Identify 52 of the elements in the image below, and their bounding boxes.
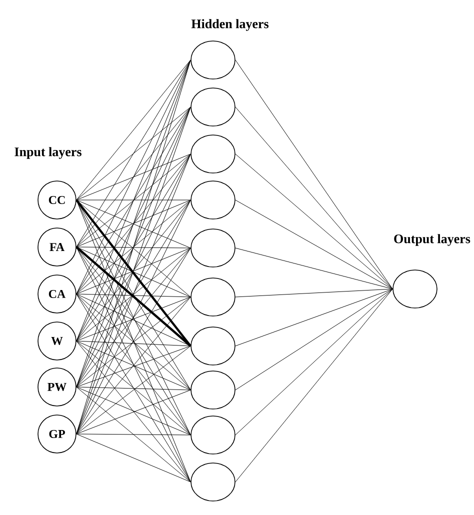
hidden-node: [190, 278, 236, 316]
connection-line: [76, 154, 191, 388]
layer-heading: Input layers: [14, 147, 82, 159]
connection-line: [235, 288, 393, 436]
connection-line: [235, 60, 393, 290]
connection-line: [76, 340, 191, 346]
connection-line: [76, 106, 191, 294]
input-node: FA: [38, 228, 76, 266]
hidden-node: [190, 40, 236, 80]
connection-line: [76, 60, 191, 294]
connection-line: [76, 434, 191, 436]
connection-line: [235, 248, 393, 290]
hidden-node: [190, 88, 236, 126]
connection-line: [76, 294, 191, 298]
connection-line: [76, 200, 191, 482]
hidden-node: [190, 462, 236, 502]
connection-line: [76, 246, 191, 248]
connection-line: [235, 288, 393, 298]
connection-line: [235, 154, 393, 290]
hidden-node: [190, 370, 236, 410]
input-node: W: [38, 322, 76, 360]
connection-line: [76, 434, 191, 482]
input-node: CC: [38, 180, 76, 220]
input-node: PW: [38, 368, 76, 406]
connection-line: [76, 154, 191, 200]
connection-line: [76, 154, 191, 294]
connection-line: [76, 154, 191, 248]
connection-line: [76, 246, 191, 482]
connection-line: [235, 288, 393, 346]
connection-line: [76, 294, 191, 482]
layer-heading: Output layers: [394, 234, 470, 246]
connection-line: [76, 154, 191, 342]
connection-line: [76, 60, 191, 200]
hidden-node: [190, 416, 236, 454]
input-node: CA: [38, 274, 76, 314]
connection-line: [76, 106, 191, 342]
hidden-node: [190, 228, 236, 268]
input-node: GP: [38, 414, 76, 454]
output-node: [392, 270, 438, 308]
connection-line: [76, 106, 191, 248]
connection-line: [76, 386, 191, 482]
connection-line: [235, 106, 393, 290]
connection-line: [235, 288, 393, 390]
hidden-node: [190, 134, 236, 174]
connection-line: [76, 340, 191, 482]
connection-line: [76, 60, 191, 248]
connection-line: [76, 386, 191, 390]
hidden-node: [190, 326, 236, 366]
hidden-node: [190, 180, 236, 220]
connection-line: [235, 288, 393, 482]
connection-line: [76, 106, 191, 200]
connection-line: [235, 200, 393, 290]
